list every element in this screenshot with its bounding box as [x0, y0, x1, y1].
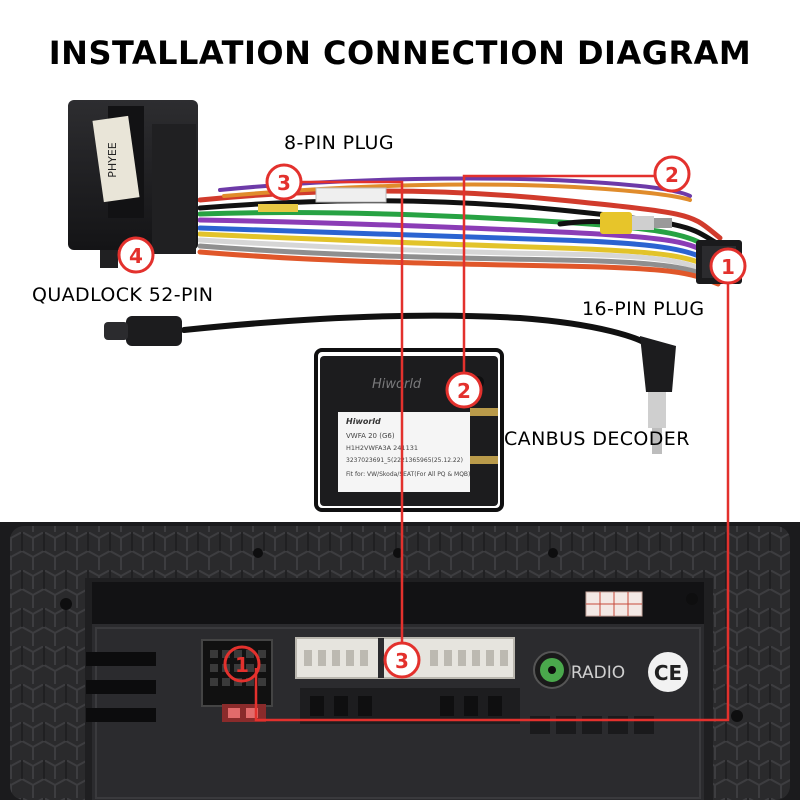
marker-1-top-label: 1 [721, 255, 735, 279]
decoder-logo: Hiworld [372, 377, 422, 392]
marker-3-top: 3 [265, 163, 303, 201]
8-pin-plug [258, 187, 387, 212]
marker-4-label: 4 [129, 244, 143, 268]
marker-4: 4 [117, 236, 155, 274]
marker-3-top-label: 3 [277, 171, 291, 195]
marker-2-top: 2 [653, 155, 691, 193]
page-title: INSTALLATION CONNECTION DIAGRAM [48, 34, 752, 72]
label-8-pin-plug: 8-PIN PLUG [284, 132, 394, 154]
canbus-decoder-box: Hiworld Hiworld VWFA 20 (G6) H1H2VWFA3A … [314, 348, 504, 512]
decoder-label-line3: H1H2VWFA3A 241131 [346, 444, 418, 452]
marker-1-unit: 1 [223, 645, 261, 683]
marker-1-unit-label: 1 [235, 653, 249, 677]
antenna-plug-right [640, 336, 676, 454]
marker-2-decoder-label: 2 [457, 379, 471, 403]
marker-3-unit-label: 3 [395, 649, 409, 673]
decoder-label-line5: Fit for: VW/Skoda/SEAT(For All PQ & MQB) [346, 471, 470, 478]
marker-1-top: 1 [709, 247, 747, 285]
connection-lines [254, 174, 730, 722]
label-quadlock: QUADLOCK 52-PIN [32, 284, 214, 306]
ce-mark: CE [654, 661, 682, 685]
marker-2-top-label: 2 [665, 163, 679, 187]
label-16-pin-plug: 16-PIN PLUG [582, 298, 705, 320]
wire-harness [181, 176, 723, 349]
decoder-label-line2: VWFA 20 (G6) [346, 432, 395, 440]
decoder-label-line4: 3237023691_5(2221365965(25.12.22) [346, 457, 463, 464]
connector-brand: PHYEE [106, 142, 119, 178]
radio-text: RADIO [571, 663, 625, 683]
decoder-label-line1: Hiworld [346, 417, 381, 426]
marker-2-decoder: 2 [445, 371, 483, 409]
label-canbus-decoder: CANBUS DECODER [504, 428, 690, 450]
quadlock-connector: PHYEE [68, 100, 198, 268]
marker-3-unit: 3 [383, 641, 421, 679]
antenna-plug-left [104, 316, 182, 346]
rca-connector [600, 212, 672, 234]
